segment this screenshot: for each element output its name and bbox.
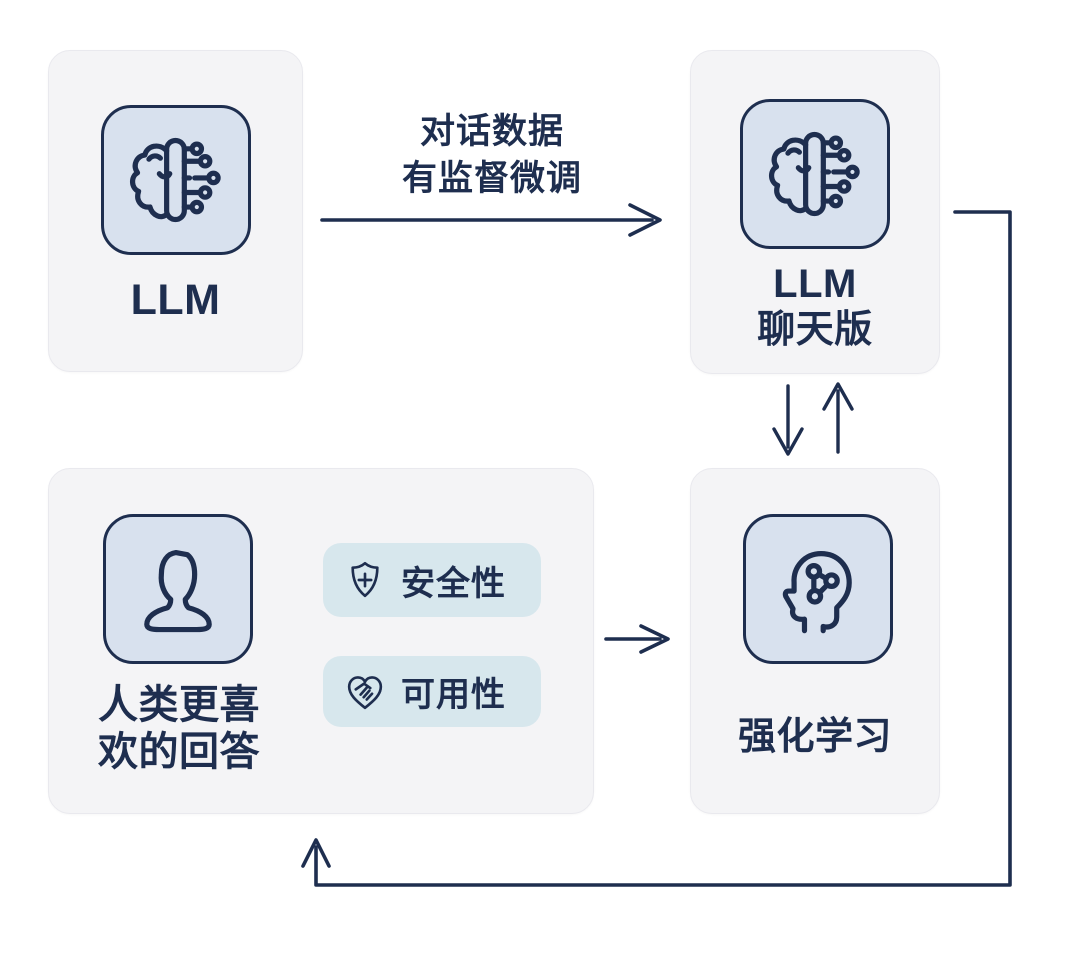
brain-circuit-icon: [740, 99, 890, 249]
node-llm-chat: LLM 聊天版: [690, 50, 940, 374]
node-human-preference: 人类更喜 欢的回答 安全性: [48, 468, 594, 814]
person-icon: [103, 514, 253, 664]
badge-safety-label: 安全性: [401, 564, 506, 603]
arrow-rl-to-chat: [822, 382, 854, 454]
sft-edge-label-line1: 对话数据: [419, 112, 564, 151]
node-human-preference-label-line1: 人类更喜: [98, 683, 260, 727]
arrow-chat-to-rl: [772, 384, 804, 456]
node-llm-chat-label-line1: LLM: [773, 262, 857, 306]
arrow-human-to-rl: [604, 624, 670, 654]
arrow-sft: [320, 203, 662, 237]
shield-plus-icon: [351, 561, 379, 598]
node-llm-chat-label-line2: 聊天版: [757, 309, 873, 351]
node-human-preference-label-line2: 欢的回答: [98, 730, 260, 774]
sft-edge-label-line2: 有监督微调: [401, 159, 582, 198]
node-llm-base-label: LLM: [130, 276, 221, 324]
node-llm-chat-label: LLM 聊天版: [691, 261, 939, 353]
badge-usability: 可用性: [323, 656, 541, 727]
sft-edge-label: 对话数据 有监督微调: [322, 108, 662, 202]
brain-circuit-icon: [101, 105, 251, 255]
head-network-icon: [743, 514, 893, 664]
node-reinforcement-learning-label: 强化学习: [737, 716, 892, 758]
badge-safety: 安全性: [323, 543, 541, 617]
badge-usability-label: 可用性: [401, 676, 506, 714]
heart-handshake-icon: [347, 675, 383, 709]
node-reinforcement-learning: 强化学习: [690, 468, 940, 814]
node-llm-base: LLM: [48, 50, 303, 372]
node-human-preference-label: 人类更喜 欢的回答: [49, 682, 309, 776]
